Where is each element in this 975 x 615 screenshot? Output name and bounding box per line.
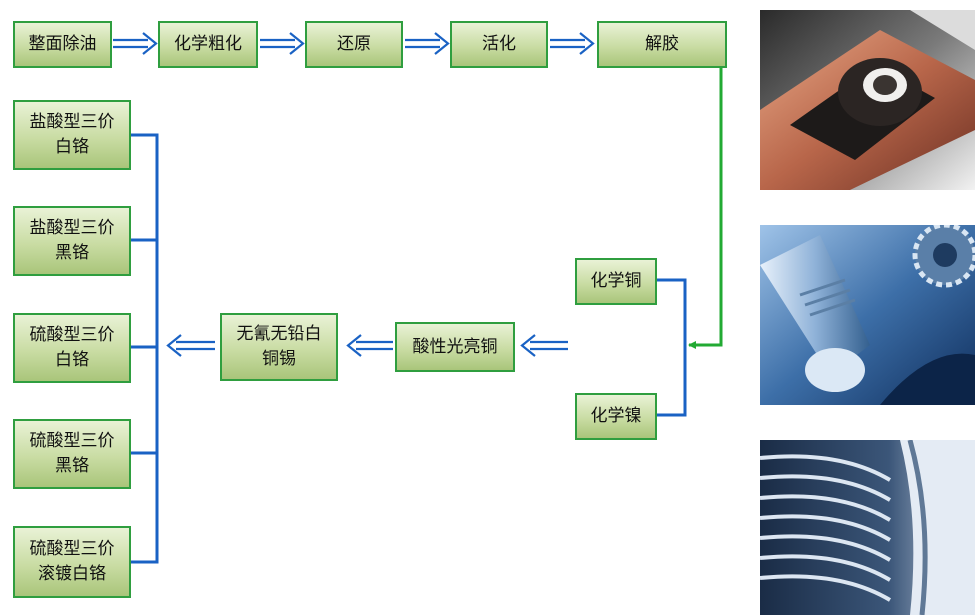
step-activation: 活化 — [450, 21, 548, 68]
finish-5: 硫酸型三价滚镀白铬 — [13, 526, 131, 598]
finish-2: 盐酸型三价黑铬 — [13, 206, 131, 276]
chrome-grille-photo — [760, 440, 975, 615]
arrow-right-2 — [260, 32, 305, 55]
arrow-left-2 — [346, 334, 393, 357]
finish-label-line2: 黑铬 — [55, 456, 89, 476]
arrow-left-1 — [520, 334, 568, 357]
green-connector — [688, 68, 723, 349]
step-label: 化学镍 — [590, 406, 642, 426]
arrow-left-3 — [166, 334, 215, 357]
step-label: 整面除油 — [28, 34, 97, 54]
step-label: 化学粗化 — [174, 34, 242, 54]
step-label: 酸性光亮铜 — [412, 336, 498, 357]
step-electroless-copper: 化学铜 — [575, 258, 657, 305]
finish-label-line2: 黑铬 — [55, 243, 89, 263]
finish-label-line1: 盐酸型三价 — [29, 112, 115, 132]
finish-label-line2: 滚镀白铬 — [38, 564, 106, 584]
finish-label-line1: 硫酸型三价 — [29, 539, 115, 559]
step-acid-copper: 酸性光亮铜 — [395, 322, 515, 372]
step-label-line2: 铜锡 — [262, 349, 296, 369]
finish-label-line1: 盐酸型三价 — [29, 218, 115, 238]
step-etch: 化学粗化 — [158, 21, 258, 68]
step-reduction: 还原 — [305, 21, 403, 68]
step-label: 活化 — [482, 34, 516, 54]
chrome-gear-and-tool-photo — [760, 225, 975, 405]
finish-3: 硫酸型三价白铬 — [13, 313, 131, 383]
finish-bracket — [131, 133, 159, 564]
branch-bracket — [656, 278, 687, 417]
finish-label-line2: 白铬 — [55, 137, 89, 157]
step-label: 解胶 — [645, 34, 679, 54]
finish-1: 盐酸型三价白铬 — [13, 100, 131, 170]
step-acceleration: 解胶 — [597, 21, 727, 68]
step-label-line1: 无氰无铅白 — [236, 324, 322, 344]
step-label: 还原 — [337, 34, 371, 54]
step-label: 化学铜 — [590, 271, 642, 291]
arrow-right-3 — [405, 32, 450, 55]
arrow-right-1 — [113, 32, 158, 55]
step-electroless-nickel: 化学镍 — [575, 393, 657, 440]
step-degrease: 整面除油 — [13, 21, 112, 68]
finish-label-line1: 硫酸型三价 — [29, 431, 115, 451]
finish-label-line1: 硫酸型三价 — [29, 325, 115, 345]
finish-4: 硫酸型三价黑铬 — [13, 419, 131, 489]
arrow-right-4 — [550, 32, 595, 55]
step-white-bronze: 无氰无铅白铜锡 — [220, 313, 338, 381]
finish-label-line2: 白铬 — [55, 350, 89, 370]
copper-plated-part-photo — [760, 10, 975, 190]
